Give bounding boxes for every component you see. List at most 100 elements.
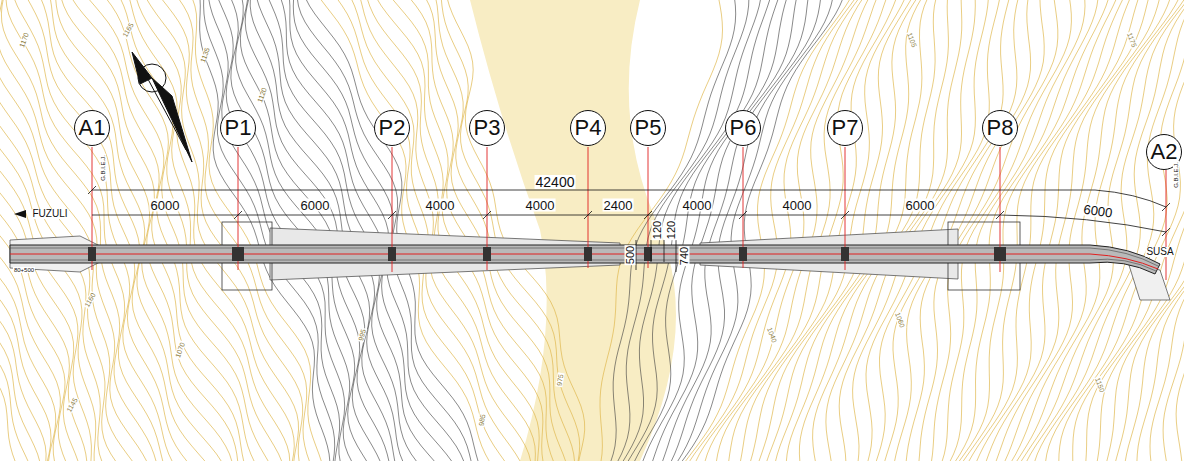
dimension-text: 4000 bbox=[782, 199, 813, 212]
pier-label-circle: P6 bbox=[725, 110, 762, 147]
north-arrow bbox=[132, 52, 192, 162]
contour-line bbox=[440, 0, 580, 461]
contour-line bbox=[314, 0, 494, 461]
dimension-text: 740 bbox=[679, 246, 690, 266]
contour-line bbox=[0, 0, 56, 461]
contour-line bbox=[0, 0, 51, 461]
contour-line bbox=[684, 0, 860, 461]
contour-line bbox=[23, 0, 194, 461]
contour-elevation: 1120 bbox=[256, 86, 268, 104]
contour-elevation: 1040 bbox=[766, 326, 779, 345]
contour-line bbox=[116, 0, 285, 461]
contour-line bbox=[964, 0, 1127, 461]
pier-label-circle: P7 bbox=[827, 110, 864, 147]
dimension-text: 6000 bbox=[300, 199, 331, 212]
contour-line bbox=[939, 0, 1072, 461]
contour-line bbox=[715, 0, 873, 461]
annotation-text: G.B.I.E.J. bbox=[100, 154, 106, 182]
pier-name: P3 bbox=[474, 117, 501, 139]
contour-line bbox=[347, 0, 525, 461]
contour-line bbox=[813, 0, 939, 461]
contour-elevation: 1170 bbox=[18, 31, 30, 49]
dimension-lines bbox=[88, 186, 1170, 272]
dimension-text: 6000 bbox=[150, 199, 181, 212]
dimension-text: 4000 bbox=[682, 199, 713, 212]
contour-line bbox=[420, 0, 568, 461]
contour-line bbox=[1059, 0, 1184, 461]
contour-line bbox=[945, 0, 1085, 461]
direction-arrow bbox=[14, 210, 26, 218]
contour-line bbox=[1095, 0, 1184, 461]
pier-axes bbox=[92, 147, 1166, 280]
contour-line bbox=[764, 0, 917, 461]
contour-line bbox=[1163, 0, 1184, 461]
valley-shade bbox=[470, 0, 676, 461]
contour-elevation: 995 bbox=[357, 327, 367, 342]
contour-line bbox=[692, 0, 865, 461]
contour-line bbox=[672, 0, 834, 461]
contour-line bbox=[446, 0, 585, 461]
contour-line bbox=[403, 0, 557, 461]
contour-line bbox=[703, 0, 869, 461]
pier-name: A1 bbox=[79, 117, 106, 139]
contour-line bbox=[728, 0, 881, 461]
contour-line bbox=[0, 0, 91, 461]
pier-name: P7 bbox=[832, 117, 859, 139]
contour-line bbox=[676, 0, 846, 461]
contour-line bbox=[1033, 0, 1184, 461]
contour-elevation: 1175 bbox=[1126, 31, 1138, 49]
pier-label-circle: P1 bbox=[220, 110, 257, 147]
contour-line bbox=[1045, 0, 1184, 461]
contour-line bbox=[739, 0, 890, 461]
contour-line bbox=[1104, 0, 1184, 461]
contour-elevation: 1070 bbox=[174, 341, 187, 360]
contour-line bbox=[99, 0, 273, 461]
contour-line bbox=[618, 0, 762, 461]
contour-line bbox=[60, 0, 239, 461]
contour-line bbox=[756, 0, 909, 461]
contour-line bbox=[1176, 0, 1184, 461]
contour-line bbox=[1114, 0, 1184, 461]
contour-line bbox=[0, 0, 87, 461]
pier-name: P4 bbox=[575, 117, 602, 139]
pier-name: P5 bbox=[635, 117, 662, 139]
contour-line bbox=[127, 0, 290, 461]
pier-name: A2 bbox=[1151, 141, 1178, 163]
annotation-text: SUSA bbox=[1145, 247, 1174, 257]
pier-name: P6 bbox=[730, 117, 757, 139]
contour-line bbox=[331, 0, 511, 461]
annotation-text: 80+500 bbox=[13, 267, 35, 273]
dimension-text: 500 bbox=[625, 245, 636, 265]
contour-line bbox=[607, 0, 736, 461]
dimension-text: 120 bbox=[652, 220, 663, 240]
deck bbox=[10, 245, 1160, 274]
contour-line bbox=[0, 0, 151, 461]
pier-label-circle: P2 bbox=[374, 110, 411, 147]
dimension-text: 6000 bbox=[1082, 202, 1114, 219]
pier-label-circle: A1 bbox=[74, 110, 111, 147]
contour-elevation: 1135 bbox=[199, 46, 211, 64]
dimension-text: 42400 bbox=[535, 175, 576, 189]
contour-line bbox=[0, 0, 46, 461]
contour-elevation: 1165 bbox=[121, 21, 136, 39]
contour-line bbox=[0, 0, 32, 461]
contour-line bbox=[0, 0, 41, 461]
contour-line bbox=[599, 0, 723, 461]
pier-label-circle: P3 bbox=[469, 110, 506, 147]
pier-name: P2 bbox=[379, 117, 406, 139]
dimension-text: 4000 bbox=[525, 199, 556, 212]
dimension-text: 2400 bbox=[603, 199, 634, 212]
pier-name: P8 bbox=[987, 117, 1014, 139]
contour-line bbox=[68, 0, 247, 461]
contour-line bbox=[365, 0, 536, 461]
contour-line bbox=[1124, 0, 1184, 461]
pier-label-circle: P5 bbox=[630, 110, 667, 147]
contour-line bbox=[613, 0, 749, 461]
contour-line bbox=[659, 0, 809, 461]
contour-line bbox=[0, 0, 138, 461]
contour-elevation: 985 bbox=[477, 413, 486, 428]
contour-line bbox=[774, 0, 922, 461]
